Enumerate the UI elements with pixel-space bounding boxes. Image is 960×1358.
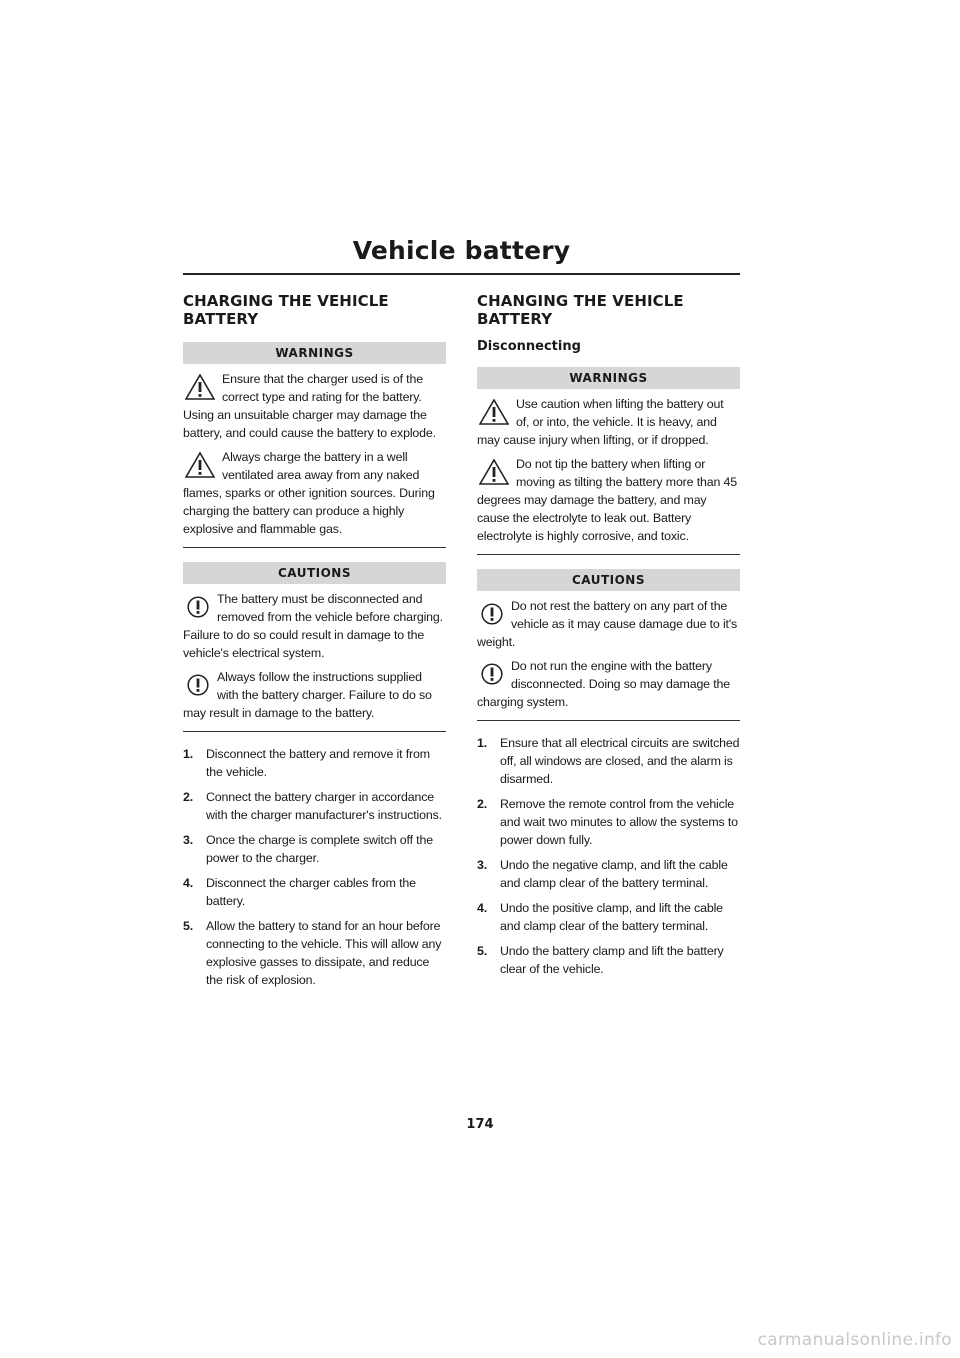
caution-circle-icon: [187, 674, 209, 696]
warning-triangle-icon: [478, 398, 510, 425]
warning-triangle-icon: [184, 373, 216, 400]
step-item: 2. Connect the battery charger in accorda…: [183, 788, 446, 824]
watermark[interactable]: carmanualsonline.info: [757, 1330, 952, 1350]
warnings-box: WARNINGS Use caution when lifting the ba…: [477, 367, 740, 555]
page-number: 174: [466, 1117, 494, 1132]
step-item: 5. Allow the battery to stand for an hour…: [183, 917, 446, 989]
step-item: 3. Once the charge is complete switch off…: [183, 831, 446, 867]
step-text: Allow the battery to stand for an hour b…: [206, 919, 442, 987]
step-number: 1.: [477, 736, 488, 750]
caution-item: Do not rest the battery on any part of t…: [477, 597, 740, 651]
step-number: 2.: [183, 790, 194, 804]
caution-text: Always follow the instructions supplied …: [183, 670, 432, 720]
warning-item: Ensure that the charger used is of the c…: [183, 370, 446, 442]
step-item: 2. Remove the remote control from the veh…: [477, 795, 740, 849]
warning-triangle-icon: [478, 458, 510, 485]
charging-steps: 1. Disconnect the battery and remove it f…: [183, 745, 446, 989]
right-column: CHANGING THE VEHICLE BATTERY Disconnecti…: [477, 292, 740, 985]
caution-circle-icon: [187, 596, 209, 618]
caution-text: The battery must be disconnected and rem…: [183, 592, 443, 660]
warning-item: Always charge the battery in a well vent…: [183, 448, 446, 538]
step-text: Disconnect the charger cables from the b…: [206, 876, 416, 908]
step-number: 3.: [477, 858, 488, 872]
step-number: 4.: [477, 901, 488, 915]
caution-item: Do not run the engine with the battery d…: [477, 657, 740, 711]
step-text: Undo the negative clamp, and lift the ca…: [500, 858, 728, 890]
step-text: Ensure that all electrical circuits are …: [500, 736, 740, 786]
warning-item: Do not tip the battery when lifting or m…: [477, 455, 740, 545]
step-text: Undo the battery clamp and lift the batt…: [500, 944, 724, 976]
caution-circle-icon: [481, 603, 503, 625]
step-number: 3.: [183, 833, 194, 847]
step-number: 4.: [183, 876, 194, 890]
title-divider: [183, 273, 740, 275]
step-item: 3. Undo the negative clamp, and lift the …: [477, 856, 740, 892]
section-heading-changing: CHANGING THE VEHICLE BATTERY: [477, 292, 684, 328]
step-item: 4. Disconnect the charger cables from the…: [183, 874, 446, 910]
warning-item: Use caution when lifting the battery out…: [477, 395, 740, 449]
cautions-box: CAUTIONS Do not rest the battery on any …: [477, 569, 740, 721]
warnings-header: WARNINGS: [477, 367, 740, 389]
caution-text: Do not rest the battery on any part of t…: [477, 599, 738, 649]
step-number: 1.: [183, 747, 194, 761]
warnings-box: WARNINGS Ensure that the charger used is…: [183, 342, 446, 548]
step-text: Once the charge is complete switch off t…: [206, 833, 433, 865]
warning-text: Do not tip the battery when lifting or m…: [477, 457, 737, 543]
step-item: 5. Undo the battery clamp and lift the ba…: [477, 942, 740, 978]
warning-triangle-icon: [184, 451, 216, 478]
warning-text: Ensure that the charger used is of the c…: [183, 372, 436, 440]
step-number: 5.: [477, 944, 488, 958]
step-text: Remove the remote control from the vehic…: [500, 797, 738, 847]
left-column: CHARGING THE VEHICLE BATTERY WARNINGS En…: [183, 292, 446, 996]
warning-text: Always charge the battery in a well vent…: [183, 450, 435, 536]
caution-item: The battery must be disconnected and rem…: [183, 590, 446, 662]
step-text: Connect the battery charger in accordanc…: [206, 790, 442, 822]
step-text: Undo the positive clamp, and lift the ca…: [500, 901, 723, 933]
page-title: Vehicle battery: [352, 236, 571, 265]
step-number: 5.: [183, 919, 194, 933]
warning-text: Use caution when lifting the battery out…: [477, 397, 724, 447]
cautions-header: CAUTIONS: [477, 569, 740, 591]
subheading-disconnecting: Disconnecting: [477, 339, 581, 354]
step-item: 4. Undo the positive clamp, and lift the …: [477, 899, 740, 935]
cautions-box: CAUTIONS The battery must be disconnecte…: [183, 562, 446, 732]
cautions-header: CAUTIONS: [183, 562, 446, 584]
caution-text: Do not run the engine with the battery d…: [477, 659, 730, 709]
step-item: 1. Ensure that all electrical circuits ar…: [477, 734, 740, 788]
disconnecting-steps: 1. Ensure that all electrical circuits ar…: [477, 734, 740, 978]
step-item: 1. Disconnect the battery and remove it f…: [183, 745, 446, 781]
section-heading-charging: CHARGING THE VEHICLE BATTERY: [183, 292, 389, 328]
step-text: Disconnect the battery and remove it fro…: [206, 747, 430, 779]
caution-item: Always follow the instructions supplied …: [183, 668, 446, 722]
step-number: 2.: [477, 797, 488, 811]
warnings-header: WARNINGS: [183, 342, 446, 364]
caution-circle-icon: [481, 663, 503, 685]
